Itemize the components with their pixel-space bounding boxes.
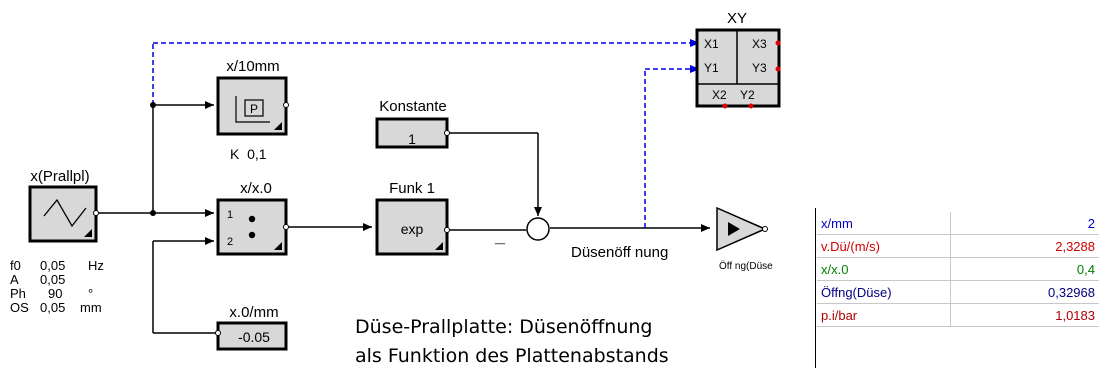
signal-label: Düsenöff nung bbox=[571, 244, 668, 261]
param-value: 90 bbox=[48, 286, 62, 301]
table-cell-value: 2 bbox=[950, 212, 1099, 235]
signal-links bbox=[152, 42, 692, 228]
param-name: f0 bbox=[10, 258, 21, 273]
summing-junction[interactable] bbox=[526, 217, 550, 241]
junction-dots bbox=[150, 102, 539, 231]
caption-line-2: als Funktion des Plattenabstands bbox=[355, 345, 669, 367]
xy-port-x2: X2 bbox=[712, 88, 727, 102]
x10mm-param: K 0,1 bbox=[230, 146, 267, 162]
table-cell-value: 0,4 bbox=[950, 257, 1099, 281]
generator-title: x(Prallpl) bbox=[30, 168, 89, 185]
generator-block[interactable] bbox=[28, 185, 99, 243]
funk1-value: exp bbox=[401, 221, 424, 237]
param-unit: ° bbox=[88, 286, 93, 301]
xy-port-y2: Y2 bbox=[740, 88, 755, 102]
table-row: v.Dü/(m/s)2,3288 bbox=[817, 234, 1099, 258]
table-cell-name: x/x.0 bbox=[817, 257, 951, 281]
table-cell-name: p.i/bar bbox=[817, 303, 951, 327]
xy-port-x1: X1 bbox=[704, 37, 719, 51]
funk1-title: Funk 1 bbox=[389, 180, 435, 197]
signal-link-arrows bbox=[690, 39, 700, 73]
table-cell-value: 1,0183 bbox=[950, 303, 1099, 327]
xx0-input-2: 2 bbox=[227, 236, 233, 248]
param-unit: mm bbox=[80, 300, 102, 315]
xx0-title: x/x.0 bbox=[240, 180, 272, 197]
funk1-block[interactable] bbox=[375, 198, 450, 256]
table-cell-name: x/mm bbox=[817, 212, 951, 235]
xy-port-y1: Y1 bbox=[704, 61, 719, 75]
table-cell-name: v.Dü/(m/s) bbox=[817, 234, 951, 258]
x0mm-block[interactable] bbox=[215, 321, 288, 351]
konstante-title: Konstante bbox=[379, 98, 447, 115]
port-dot-x2 bbox=[722, 103, 728, 109]
port-dot-y3 bbox=[775, 66, 781, 72]
x0mm-value: -0.05 bbox=[238, 329, 270, 345]
xy-title: XY bbox=[727, 10, 747, 27]
xy-port-x3: X3 bbox=[752, 37, 767, 51]
play-corner-icon bbox=[274, 122, 282, 130]
play-corner-icon bbox=[84, 229, 92, 237]
output-triangle-block[interactable] bbox=[716, 206, 768, 252]
play-corner-icon bbox=[274, 242, 282, 250]
port-dot-y2 bbox=[748, 103, 754, 109]
x0mm-title: x.0/mm bbox=[229, 304, 278, 321]
table-row: Öffng(Düse)0,32968 bbox=[817, 280, 1099, 304]
sine-wave-icon bbox=[43, 198, 87, 228]
table-cell-value: 2,3288 bbox=[950, 234, 1099, 258]
param-value: 0,05 bbox=[40, 272, 65, 287]
param-value: 0,05 bbox=[40, 300, 65, 315]
x10mm-block[interactable] bbox=[216, 76, 289, 136]
x10mm-inner: P bbox=[250, 102, 258, 116]
table-cell-value: 0,32968 bbox=[950, 280, 1099, 304]
xy-plotter-block[interactable] bbox=[695, 28, 781, 109]
xx0-block[interactable] bbox=[216, 198, 289, 256]
param-value: 0,05 bbox=[40, 258, 65, 273]
param-name: Ph bbox=[10, 286, 26, 301]
xx0-input-1: 1 bbox=[227, 209, 233, 221]
output-label: Öff ng(Düse bbox=[719, 260, 773, 272]
table-cell-name: Öffng(Düse) bbox=[817, 280, 951, 304]
konstante-value: 1 bbox=[408, 131, 416, 147]
minus-sign: _ bbox=[494, 226, 506, 246]
param-unit: Hz bbox=[88, 258, 104, 273]
xy-port-y3: Y3 bbox=[752, 61, 767, 75]
param-name: A bbox=[10, 272, 19, 287]
port-dot-x3 bbox=[775, 40, 781, 46]
caption-line-1: Düse-Prallplatte: Düsenöffnung bbox=[355, 316, 652, 338]
play-corner-icon bbox=[435, 242, 443, 250]
konstante-block[interactable] bbox=[375, 117, 450, 149]
param-name: OS bbox=[10, 300, 29, 315]
generator-params: f0 0,05 Hz A 0,05 Ph 90 ° OS 0,05 mm bbox=[10, 258, 104, 315]
wires bbox=[96, 101, 710, 334]
x10mm-title: x/10mm bbox=[226, 58, 279, 75]
